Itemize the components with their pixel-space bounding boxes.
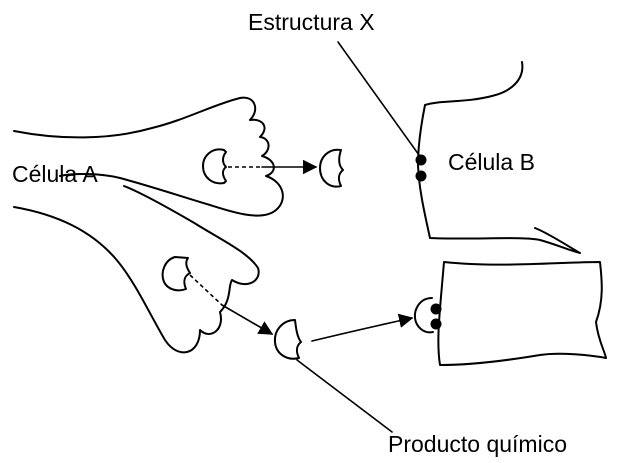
- vesicle-dashed-link-lower: [190, 275, 222, 305]
- arrow-lower-to-chemical: [222, 305, 272, 334]
- chemical-lower: [275, 320, 301, 359]
- chemical-upper-shape: [320, 150, 343, 187]
- chemical-upper: [320, 150, 343, 187]
- receptor-dot-2: [431, 319, 442, 330]
- arrow-chemical-to-cell: [312, 318, 412, 341]
- cell-a-vesicle-lower: [163, 257, 190, 290]
- receptor-dot-1: [431, 304, 442, 315]
- structure-x-pointer: [338, 42, 419, 155]
- label-chemical: Producto químico: [388, 431, 567, 457]
- chemical-lower-shape: [275, 320, 301, 359]
- cell-a-vesicle-upper: [203, 149, 226, 183]
- receptor-cup: [415, 298, 433, 332]
- cell-a-lower-membrane: [14, 186, 259, 352]
- structure-x-receptor-2: [416, 171, 427, 182]
- label-cell-a: Célula A: [12, 161, 98, 187]
- cell-lower-right: [415, 262, 606, 365]
- label-cell-b: Célula B: [448, 149, 535, 175]
- cell-lower-right-membrane: [438, 262, 606, 365]
- cell-a: [14, 98, 283, 353]
- chemical-pointer: [297, 360, 392, 432]
- label-structure-x: Estructura X: [248, 9, 375, 35]
- structure-x-receptor-1: [416, 155, 427, 166]
